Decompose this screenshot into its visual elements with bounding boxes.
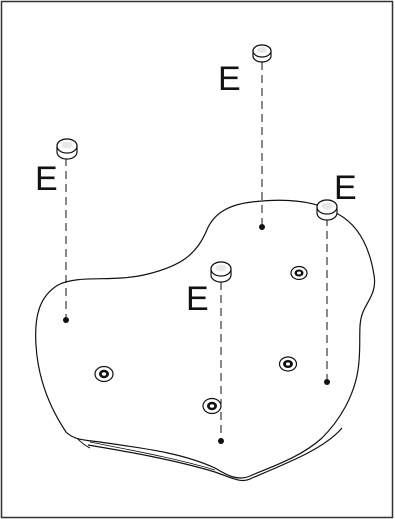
callout-label-left: E [35,160,58,198]
callout-label-center: E [186,280,209,318]
attachment-point-left [63,317,69,323]
mounting-hole-1 [290,265,308,281]
callout-label-top: E [218,60,241,98]
mounting-hole-2 [278,356,298,372]
attachment-point-center [218,438,224,444]
plate-outline [35,199,376,479]
base-plate [35,199,376,482]
rubber-feet [56,44,338,283]
mounting-hole-4 [202,397,222,415]
plate-bottom-edge-inner [89,441,216,471]
attachment-points [63,224,330,444]
rubber-foot-center [210,261,232,283]
mounting-holes [94,265,308,415]
callout-label-right: E [334,169,357,207]
attachment-point-top [259,224,265,230]
rubber-foot-left [56,138,78,160]
rubber-foot-top [252,44,272,63]
mounting-hole-3 [94,365,114,383]
leader-lines [65,62,328,440]
rubber-foot-right [316,199,338,221]
attachment-point-right [324,379,330,385]
plate-bottom-edge [87,427,343,482]
